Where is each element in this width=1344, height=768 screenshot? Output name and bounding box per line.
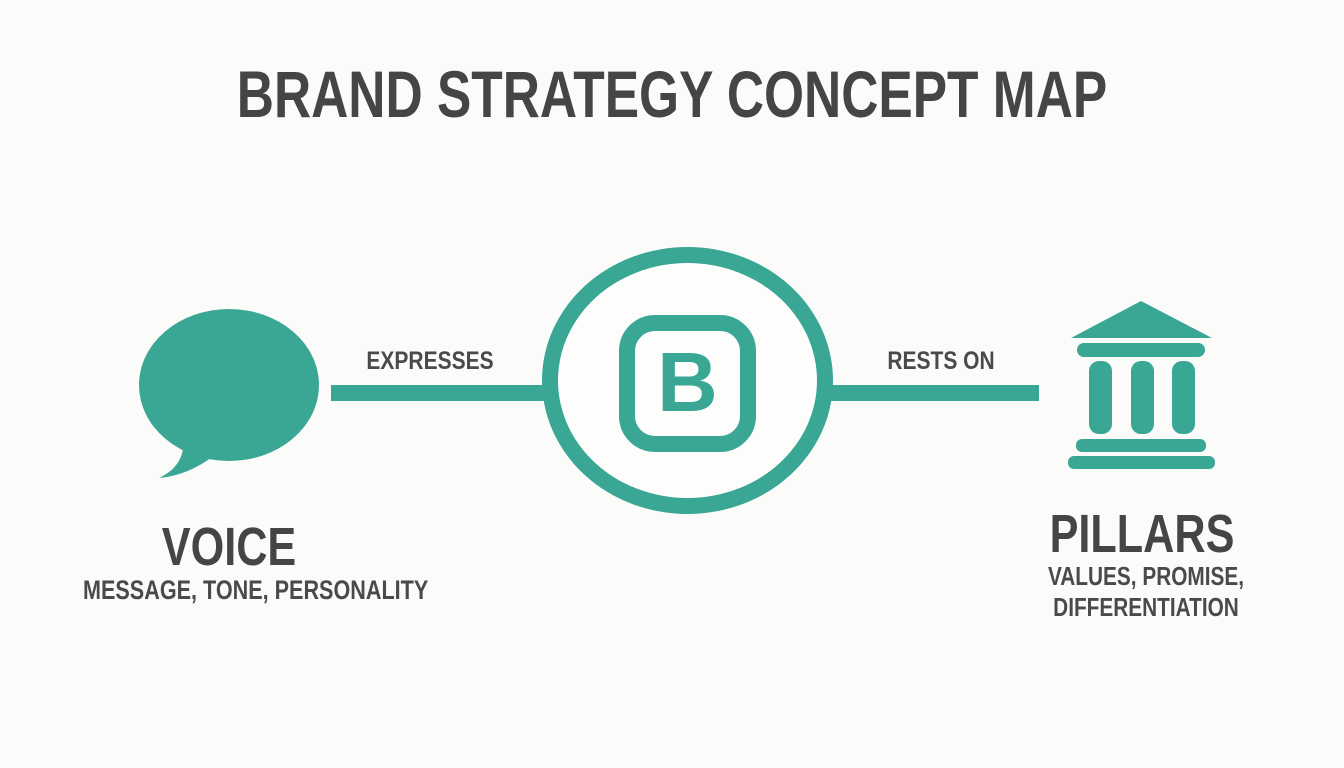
voice-node-subtitle: MESSAGE, TONE, PERSONALITY bbox=[83, 575, 429, 605]
edge-label-expresses: EXPRESSES bbox=[366, 347, 494, 375]
edge-label-rests-on: RESTS ON bbox=[887, 347, 995, 375]
edge-line-voice-brand bbox=[331, 385, 553, 401]
brand-letter: B bbox=[657, 334, 718, 429]
speech-bubble-icon bbox=[139, 309, 319, 478]
pillars-subtitle-line-2: DIFFERENTIATION bbox=[1053, 591, 1239, 622]
pillars-node-label: PILLARS bbox=[1049, 504, 1235, 564]
voice-node-label: VOICE bbox=[161, 517, 297, 577]
page-title: BRAND STRATEGY CONCEPT MAP bbox=[236, 57, 1108, 131]
pillars-node-subtitle: VALUES, PROMISE, DIFFERENTIATION bbox=[986, 561, 1306, 622]
brand-square-outline: B bbox=[619, 315, 756, 452]
bank-pillars-icon bbox=[1068, 301, 1215, 469]
brand-badge-icon: B bbox=[542, 247, 833, 514]
pillars-subtitle-line-1: VALUES, PROMISE, bbox=[1047, 561, 1245, 591]
edge-line-brand-pillars bbox=[822, 385, 1039, 401]
